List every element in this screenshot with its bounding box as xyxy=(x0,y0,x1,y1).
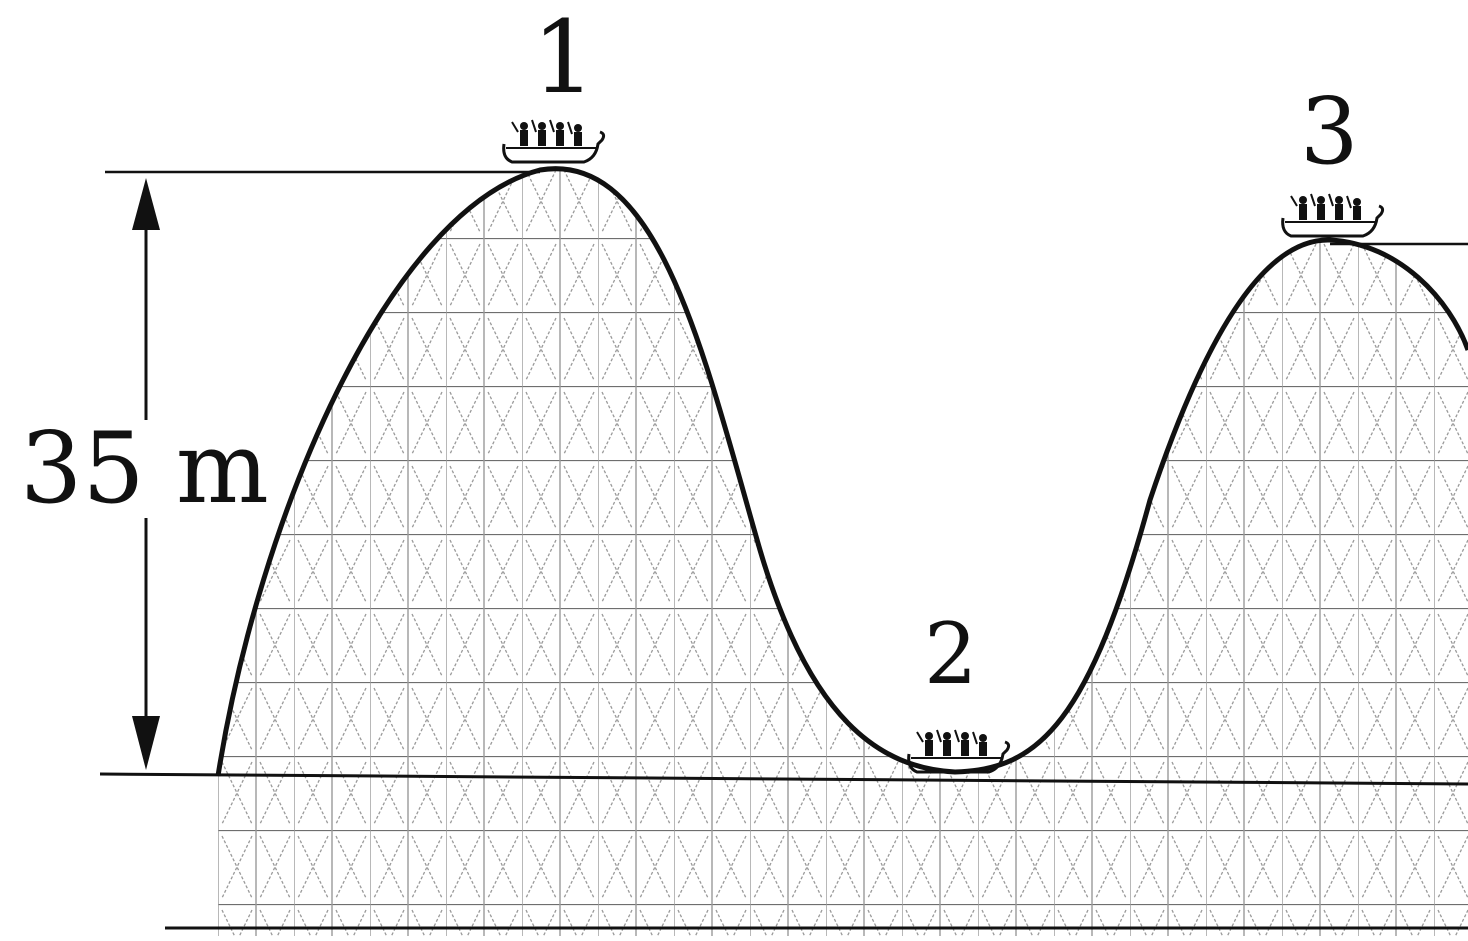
height-dimension-label: 35 m xyxy=(18,412,271,526)
ground-line xyxy=(99,772,1468,786)
point-1-label: 1 xyxy=(532,0,596,116)
coaster-track xyxy=(215,166,1468,777)
arrow-head-up xyxy=(132,178,160,230)
support-lattice xyxy=(218,168,1468,937)
point-2-label: 2 xyxy=(924,605,978,703)
arrow-head-down xyxy=(132,716,160,770)
point-3-label: 3 xyxy=(1300,78,1359,185)
coaster-car-1 xyxy=(502,118,606,164)
coaster-car-3 xyxy=(1281,192,1385,238)
